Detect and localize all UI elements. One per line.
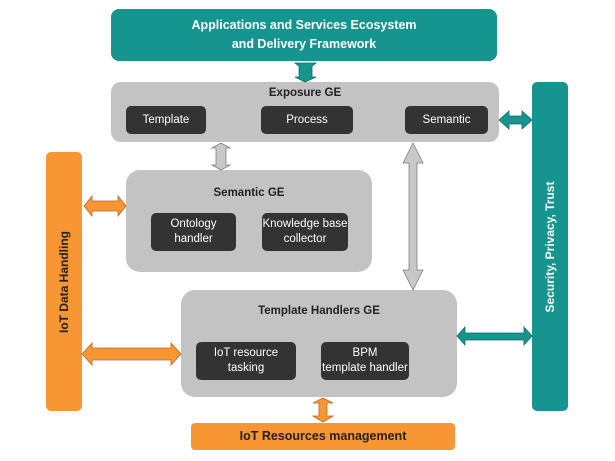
- exposure-ge-title: Exposure GE: [268, 87, 342, 99]
- knowledge-base-collector-line1: Knowledge base: [262, 218, 348, 230]
- arrow-datahandling-semantic: [83, 194, 127, 218]
- applications-services-box: Applications and Services Ecosystem and …: [111, 9, 497, 61]
- arrow-template-handlers-resources: [311, 397, 335, 423]
- iot-resource-tasking-line1: IoT resource: [213, 347, 279, 359]
- bpm-template-handler-line2: template handler: [322, 362, 408, 374]
- arrow-top-exposure: [293, 62, 318, 83]
- knowledge-base-collector-component: Knowledge base collector: [262, 213, 348, 251]
- security-privacy-trust-bar: Security, Privacy, Trust: [532, 82, 568, 411]
- exposure-process-component: Process: [261, 106, 353, 134]
- ontology-handler-component: Ontology handler: [151, 213, 236, 251]
- exposure-template-component: Template: [126, 106, 206, 134]
- iot-data-handling-bar: IoT Data Handling: [46, 152, 82, 411]
- applications-services-line1: Applications and Services Ecosystem: [191, 18, 417, 32]
- arrow-template-handlers-security: [456, 325, 533, 347]
- ontology-handler-line2: handler: [174, 233, 213, 245]
- semantic-ge-title: Semantic GE: [213, 187, 285, 199]
- exposure-ge-box: Exposure GE Template Process Semantic: [111, 82, 499, 142]
- iot-resource-tasking-component: IoT resource tasking: [196, 342, 296, 380]
- template-handlers-ge-box: Template Handlers GE IoT resource taskin…: [181, 290, 457, 397]
- iot-resource-tasking-line2: tasking: [227, 362, 265, 374]
- ontology-handler-line1: Ontology: [170, 218, 217, 230]
- iot-resources-management-box: IoT Resources management: [191, 423, 455, 450]
- bpm-template-handler-component: BPM template handler: [321, 342, 409, 380]
- exposure-semantic-component: Semantic: [405, 106, 488, 134]
- knowledge-base-collector-line2: collector: [283, 233, 327, 245]
- semantic-ge-box: Semantic GE Ontology handler Knowledge b…: [126, 170, 372, 272]
- arrow-datahandling-template-handlers: [81, 341, 182, 367]
- applications-services-line2: and Delivery Framework: [231, 37, 377, 51]
- bpm-template-handler-line1: BPM: [352, 347, 378, 359]
- arrow-exposure-template-handlers: [402, 142, 424, 291]
- arrow-exposure-security: [498, 110, 533, 130]
- arrow-exposure-semantic: [210, 142, 232, 171]
- template-handlers-ge-title: Template Handlers GE: [258, 305, 380, 317]
- iot-resources-management-label: IoT Resources management: [239, 429, 407, 443]
